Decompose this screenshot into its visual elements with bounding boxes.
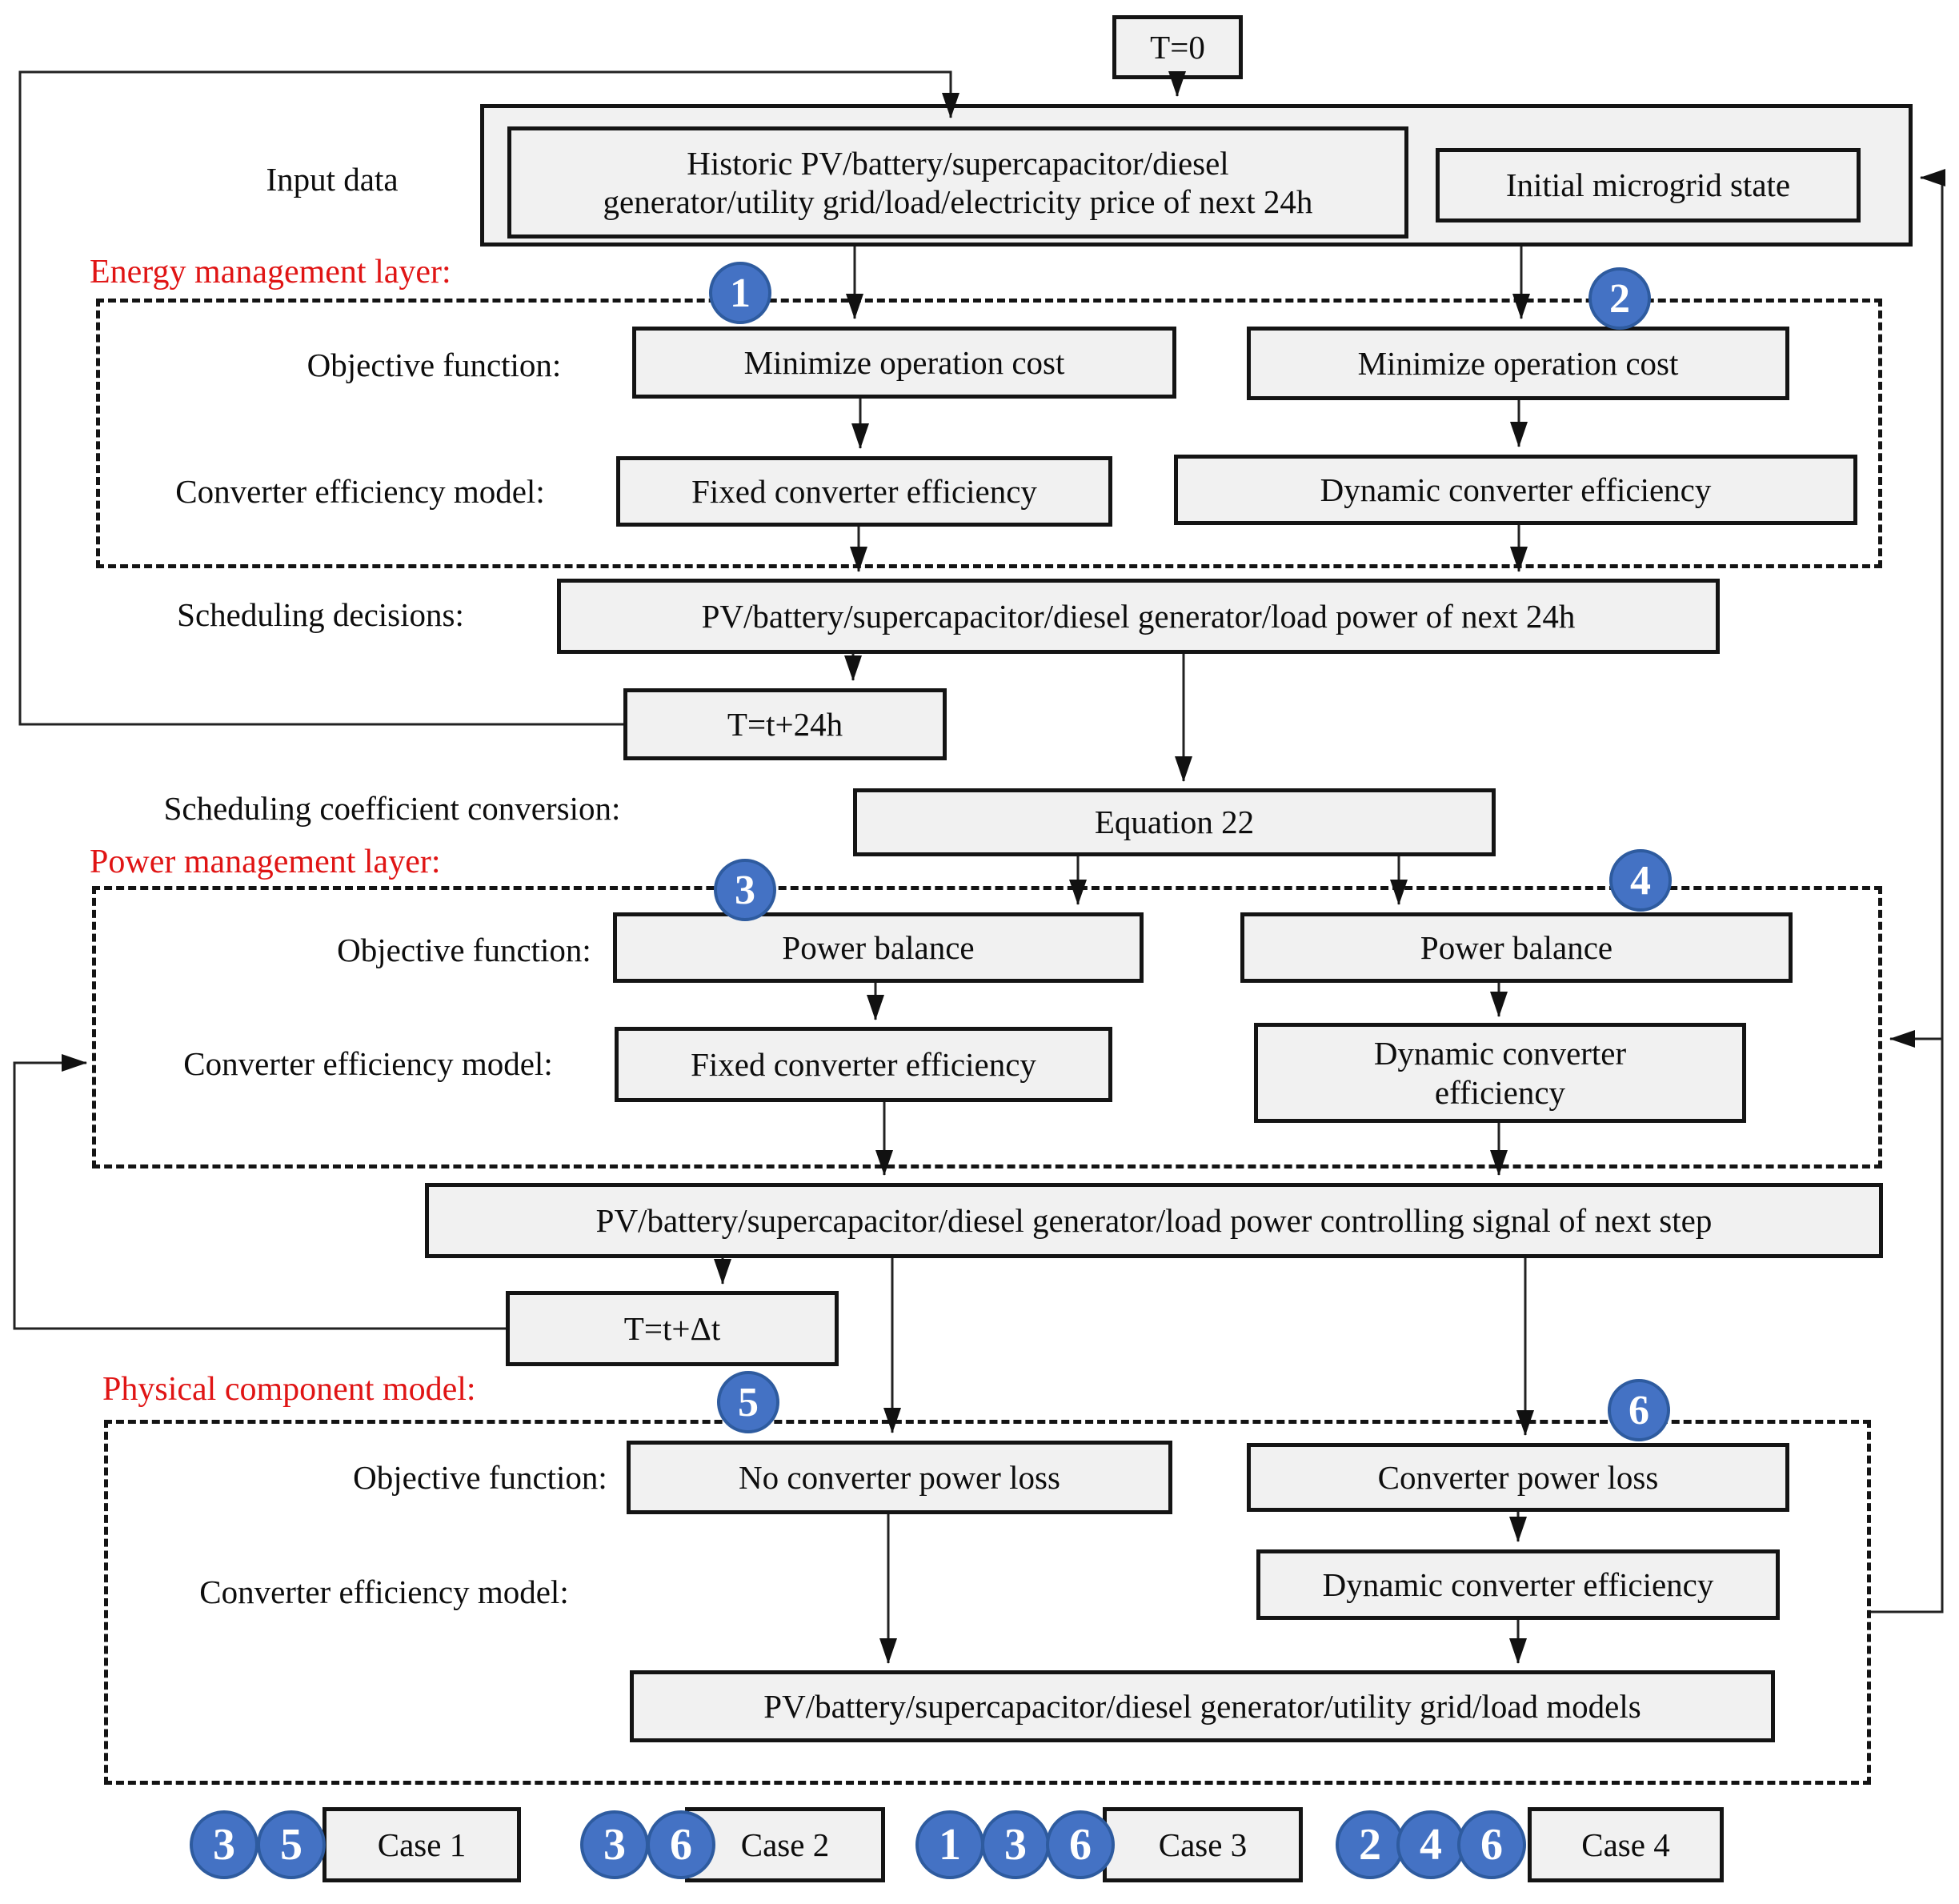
case2-step-3-number: 3: [603, 1820, 626, 1870]
box-minimize-cost-right: Minimize operation cost: [1247, 327, 1789, 400]
case4-step-circle-6: 6: [1457, 1810, 1526, 1879]
input-data-label: Input data: [266, 161, 399, 198]
box-scheduling-decisions: PV/battery/supercapacitor/diesel generat…: [557, 579, 1720, 654]
case3-step-3-number: 3: [1004, 1820, 1027, 1870]
box-minimize-cost-left: Minimize operation cost: [632, 327, 1176, 399]
box-dynamic-efficiency-power: Dynamic converter efficiency: [1254, 1023, 1746, 1123]
box-fixed-efficiency-energy: Fixed converter efficiency: [616, 456, 1112, 527]
case3-step-circle-1: 1: [915, 1810, 984, 1879]
box-power-balance-right: Power balance: [1240, 912, 1793, 983]
t-plus-dt-label: T=t+Δt: [623, 1309, 721, 1347]
box-no-converter-loss: No converter power loss: [627, 1441, 1172, 1514]
component-models-label: PV/battery/supercapacitor/diesel generat…: [763, 1687, 1641, 1725]
coefficient-conversion-label: Scheduling coefficient conversion:: [163, 790, 621, 827]
historic-line2: generator/utility grid/load/electricity …: [603, 183, 1313, 220]
t-plus-24h-label: T=t+24h: [727, 705, 843, 743]
initial-state-label: Initial microgrid state: [1505, 166, 1791, 204]
dynamic-efficiency-energy-label: Dynamic converter efficiency: [1320, 471, 1712, 508]
box-equation-22: Equation 22: [853, 788, 1496, 856]
objective-function-label-energy: Objective function:: [306, 347, 562, 383]
step-circle-3-number: 3: [735, 867, 755, 913]
dynamic-efficiency-power-line2: efficiency: [1434, 1073, 1566, 1111]
power-balance-left-label: Power balance: [782, 928, 975, 966]
fixed-efficiency-energy-label: Fixed converter efficiency: [691, 472, 1037, 510]
converter-model-label-physical: Converter efficiency model:: [199, 1573, 569, 1610]
minimize-cost-right-label: Minimize operation cost: [1357, 344, 1679, 382]
power-layer-title: Power management layer:: [90, 844, 441, 880]
case1-step-3-number: 3: [213, 1820, 235, 1870]
box-case-4: Case 4: [1528, 1807, 1724, 1882]
case2-step-circle-6: 6: [647, 1810, 715, 1879]
scheduling-box-label: PV/battery/supercapacitor/diesel generat…: [701, 597, 1576, 635]
box-component-models: PV/battery/supercapacitor/diesel generat…: [630, 1670, 1775, 1742]
box-control-signal: PV/battery/supercapacitor/diesel generat…: [425, 1183, 1883, 1258]
case-2-label: Case 2: [740, 1826, 830, 1863]
case-4-label: Case 4: [1581, 1826, 1670, 1863]
scheduling-decisions-label: Scheduling decisions:: [177, 596, 464, 633]
box-converter-loss: Converter power loss: [1247, 1443, 1789, 1512]
case1-step-circle-3: 3: [190, 1810, 258, 1879]
step-circle-2: 2: [1588, 267, 1651, 330]
step-circle-4: 4: [1609, 849, 1672, 912]
physical-component-model-box: [104, 1420, 1871, 1785]
converter-model-label-energy: Converter efficiency model:: [175, 473, 545, 510]
control-signal-label: PV/battery/supercapacitor/diesel generat…: [595, 1201, 1713, 1239]
case4-step-circle-2: 2: [1336, 1810, 1404, 1879]
step-circle-1: 1: [709, 262, 771, 324]
converter-loss-label: Converter power loss: [1377, 1458, 1659, 1496]
case4-step-2-number: 2: [1359, 1820, 1381, 1870]
box-power-balance-left: Power balance: [613, 912, 1144, 983]
step-circle-6-number: 6: [1628, 1387, 1649, 1433]
box-case-3: Case 3: [1103, 1807, 1303, 1882]
case3-step-6-number: 6: [1069, 1820, 1092, 1870]
case3-step-circle-6: 6: [1046, 1810, 1115, 1879]
case3-step-circle-3: 3: [981, 1810, 1050, 1879]
dynamic-efficiency-physical-label: Dynamic converter efficiency: [1322, 1565, 1714, 1603]
equation-22-label: Equation 22: [1094, 804, 1255, 841]
box-t0: T=0: [1112, 15, 1243, 79]
case4-step-4-number: 4: [1420, 1820, 1442, 1870]
step-circle-2-number: 2: [1609, 275, 1630, 322]
case1-step-circle-5: 5: [257, 1810, 326, 1879]
box-t0-label: T=0: [1150, 28, 1205, 66]
box-t-plus-24h: T=t+24h: [623, 688, 947, 760]
box-fixed-efficiency-power: Fixed converter efficiency: [615, 1027, 1112, 1102]
box-case-1: Case 1: [322, 1807, 521, 1882]
fixed-efficiency-power-label: Fixed converter efficiency: [691, 1045, 1036, 1083]
case4-step-6-number: 6: [1480, 1820, 1503, 1870]
step-circle-5-number: 5: [738, 1379, 759, 1425]
box-t-plus-dt: T=t+Δt: [506, 1291, 839, 1366]
step-circle-3: 3: [714, 859, 776, 921]
box-case-2: Case 2: [685, 1807, 885, 1882]
converter-model-label-power: Converter efficiency model:: [183, 1045, 553, 1082]
objective-function-label-physical: Objective function:: [353, 1459, 607, 1496]
box-dynamic-efficiency-physical: Dynamic converter efficiency: [1256, 1549, 1780, 1620]
case1-step-5-number: 5: [280, 1820, 302, 1870]
case2-step-circle-3: 3: [580, 1810, 649, 1879]
case2-step-6-number: 6: [670, 1820, 692, 1870]
physical-model-title: Physical component model:: [102, 1371, 476, 1408]
power-balance-right-label: Power balance: [1420, 928, 1613, 966]
minimize-cost-left-label: Minimize operation cost: [743, 343, 1065, 381]
case-3-label: Case 3: [1158, 1826, 1248, 1863]
case4-step-circle-4: 4: [1396, 1810, 1465, 1879]
box-initial-microgrid-state: Initial microgrid state: [1436, 148, 1861, 222]
step-circle-1-number: 1: [730, 270, 751, 316]
case-1-label: Case 1: [377, 1826, 467, 1863]
energy-layer-title: Energy management layer:: [90, 254, 451, 291]
step-circle-6: 6: [1608, 1379, 1670, 1441]
step-circle-5: 5: [717, 1371, 779, 1433]
no-converter-loss-label: No converter power loss: [739, 1458, 1060, 1496]
step-circle-4-number: 4: [1630, 857, 1651, 904]
box-dynamic-efficiency-energy: Dynamic converter efficiency: [1174, 455, 1857, 525]
box-historic-data: Historic PV/battery/supercapacitor/diese…: [507, 126, 1408, 239]
objective-function-label-power: Objective function:: [337, 932, 591, 968]
dynamic-efficiency-power-line1: Dynamic converter: [1373, 1035, 1627, 1072]
case3-step-1-number: 1: [939, 1820, 961, 1870]
historic-line1: Historic PV/battery/supercapacitor/diese…: [687, 144, 1229, 182]
